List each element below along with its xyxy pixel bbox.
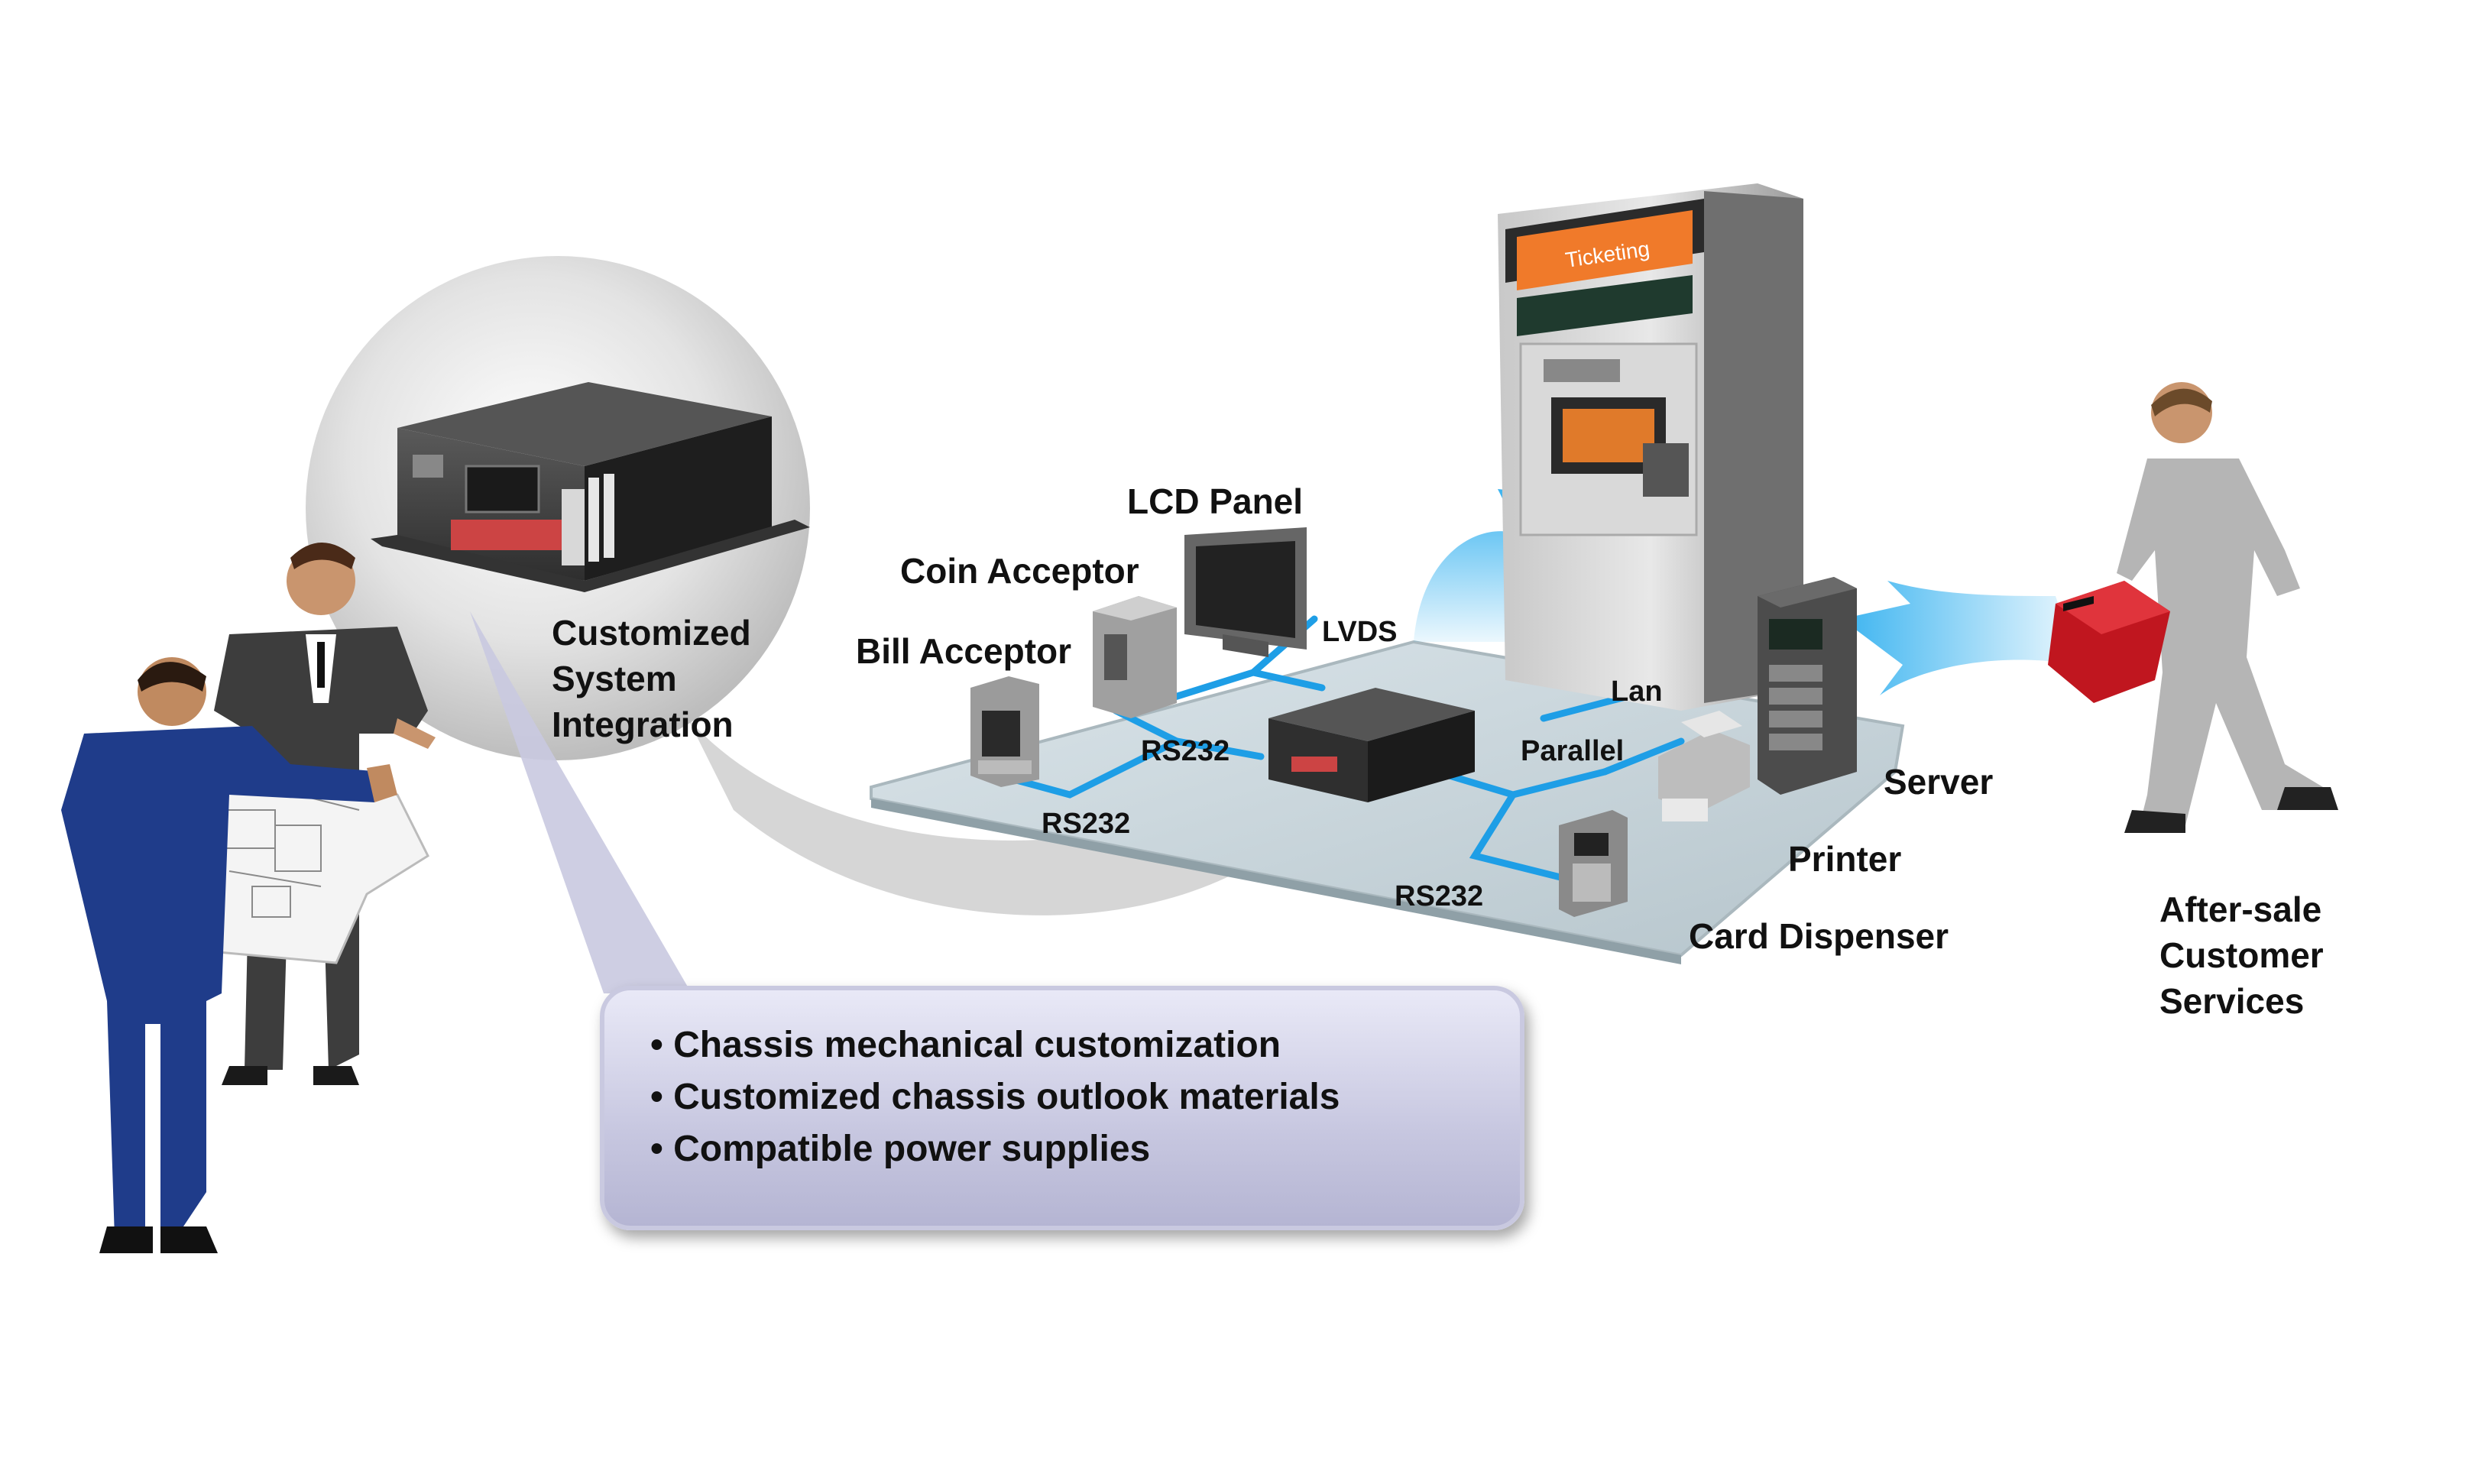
label-line: System [552, 659, 677, 698]
features-list: Chassis mechanical customization Customi… [650, 1019, 1520, 1175]
label-line: After-sale [2159, 889, 2322, 929]
label-card-dispenser: Card Dispenser [1689, 916, 1949, 956]
bill-acceptor-device [970, 676, 1039, 787]
label-customized-system-integration: Customized System Integration [552, 610, 751, 747]
label-line: Services [2159, 981, 2305, 1021]
ticketing-kiosk: Ticketing [1498, 183, 1803, 711]
label-rs232-left: RS232 [1042, 808, 1131, 840]
label-line: Customer [2159, 935, 2324, 975]
coin-acceptor-device [1093, 596, 1177, 718]
technician-figure [2117, 382, 2338, 833]
toolbox [2048, 581, 2170, 703]
label-lvds: LVDS [1322, 616, 1398, 648]
label-printer: Printer [1788, 839, 1902, 879]
label-coin-acceptor: Coin Acceptor [900, 551, 1139, 591]
chassis-small [1268, 688, 1475, 802]
callout-pointer [470, 611, 692, 993]
chassis-large [371, 382, 810, 592]
label-line: Integration [552, 705, 734, 744]
features-callout-box: Chassis mechanical customization Customi… [600, 986, 1524, 1230]
engineer-front-figure [61, 657, 397, 1253]
label-lcd-panel: LCD Panel [1127, 481, 1304, 521]
label-line: Customized [552, 613, 751, 653]
label-bill-acceptor: Bill Acceptor [856, 631, 1072, 671]
label-rs232-top: RS232 [1141, 735, 1230, 767]
feature-item: Customized chassis outlook materials [650, 1071, 1520, 1123]
label-after-sale-services: After-sale Customer Services [2159, 886, 2324, 1024]
card-dispenser-device [1559, 810, 1628, 917]
feature-item: Compatible power supplies [650, 1123, 1520, 1175]
lcd-panel-device [1184, 527, 1307, 657]
arrow-from-technician [1842, 581, 2078, 695]
label-rs232-bottom: RS232 [1395, 880, 1484, 912]
printer-device [1658, 711, 1750, 821]
label-server: Server [1884, 762, 1994, 802]
label-parallel: Parallel [1521, 735, 1625, 767]
feature-item: Chassis mechanical customization [650, 1019, 1520, 1071]
label-lan: Lan [1611, 676, 1663, 708]
engineer-back-figure [214, 543, 436, 1085]
server-device [1758, 577, 1857, 795]
